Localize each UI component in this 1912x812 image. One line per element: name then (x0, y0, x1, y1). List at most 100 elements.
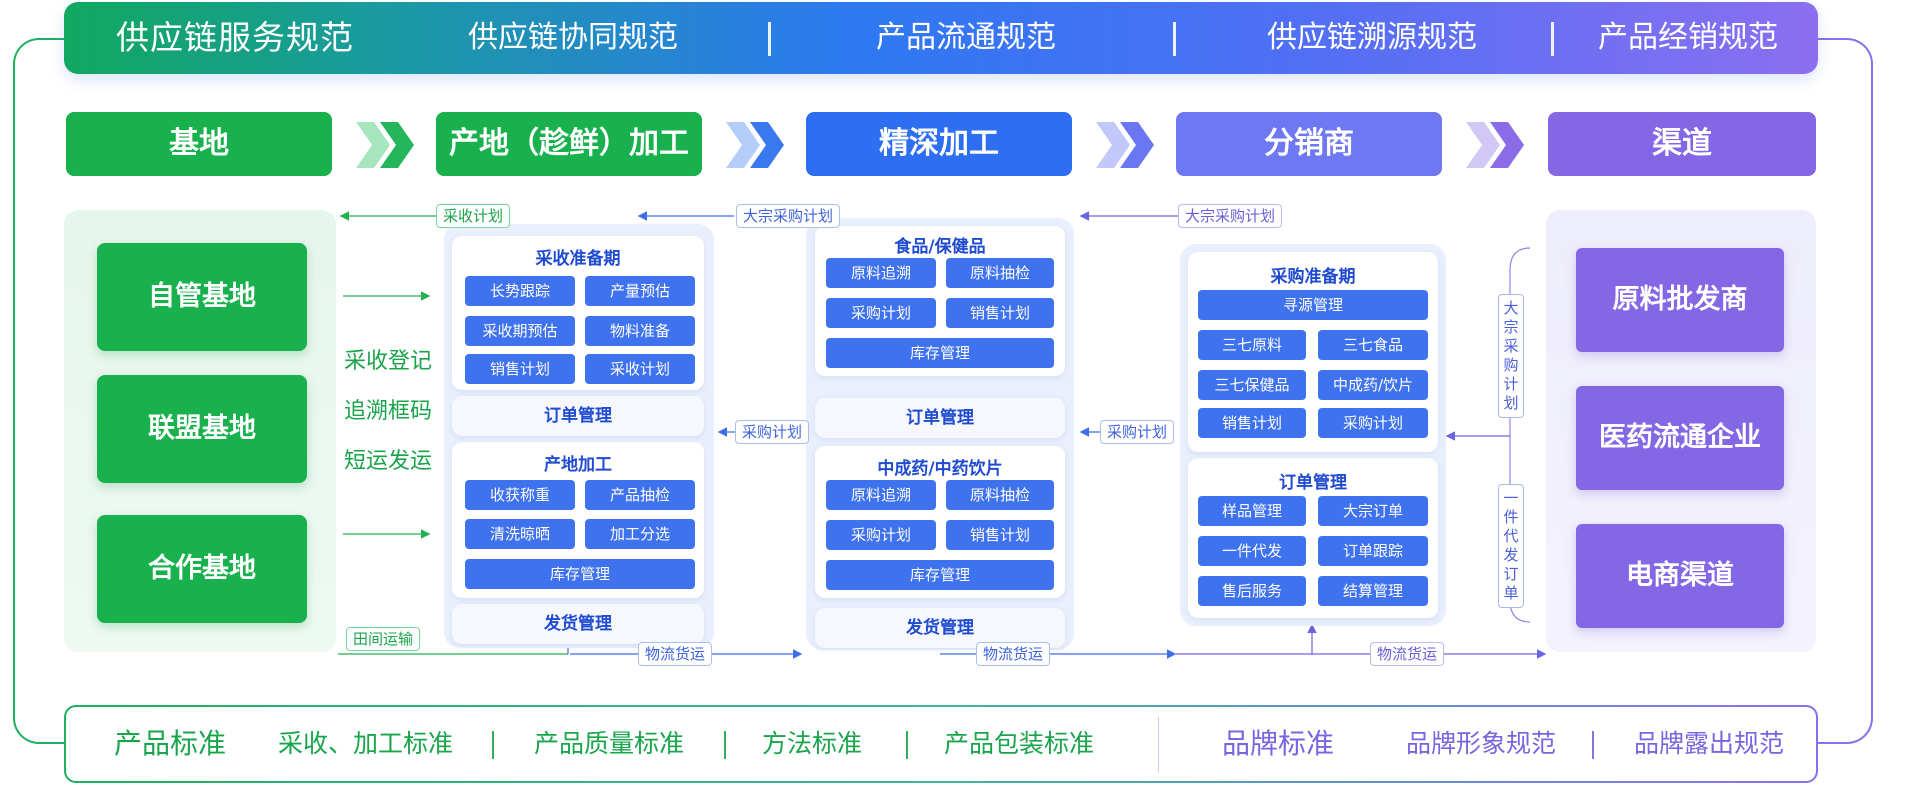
footer-divider (492, 731, 494, 759)
chip-purchase-plan: 采购计划 (826, 520, 936, 550)
chip-harvest-plan: 采收计划 (585, 354, 695, 384)
chip-material-prep: 物料准备 (585, 316, 695, 346)
stage-base: 基地 (66, 112, 332, 176)
card-title: 采购准备期 (1270, 267, 1356, 287)
chip-purchase-plan: 采购计划 (1318, 408, 1428, 438)
flow-logistics: 物流货运 (638, 642, 713, 666)
chip-harvest-weighing: 收获称重 (465, 480, 575, 510)
flow-bulk-purchase-plan: 大宗采购计划 (736, 204, 841, 228)
chip-sales-plan: 销售计划 (946, 520, 1054, 550)
chip-sourcing: 寻源管理 (1198, 290, 1428, 320)
header-divider (768, 22, 771, 56)
chevron-right-icon (1096, 122, 1154, 168)
card-title: 中成药/中药饮片 (877, 459, 1003, 479)
card-title: 订单管理 (1279, 473, 1347, 493)
channel-ecommerce: 电商渠道 (1576, 524, 1784, 628)
chip-raw-trace: 原料追溯 (826, 258, 936, 288)
chip-sanqi-raw: 三七原料 (1198, 330, 1306, 360)
chip-wash-dry: 清洗晾晒 (465, 519, 575, 549)
chip-yield-estimate: 产量预估 (585, 276, 695, 306)
stage-origin-processing: 产地（趁鲜）加工 (436, 112, 702, 176)
flow-logistics: 物流货运 (1370, 642, 1445, 666)
order-management: 订单管理 (452, 396, 704, 436)
chip-purchase-plan: 采购计划 (826, 298, 936, 328)
harvest-prep-card: 采收准备期 长势跟踪 产量预估 采收期预估 物料准备 销售计划 采收计划 (452, 236, 704, 390)
action-trace-code: 追溯框码 (343, 399, 432, 424)
footer-divider (724, 731, 726, 759)
tcm-card: 中成药/中药饮片 原料追溯 原料抽检 采购计划 销售计划 库存管理 (815, 446, 1065, 598)
chip-raw-sampling: 原料抽检 (946, 480, 1054, 510)
action-harvest-register: 采收登记 (343, 349, 432, 374)
base-alliance: 联盟基地 (97, 375, 307, 483)
flow-logistics: 物流货运 (976, 642, 1051, 666)
chip-product-sampling: 产品抽检 (585, 480, 695, 510)
header-item-circulation: 产品流通规范 (876, 20, 1056, 55)
flow-field-transport: 田间运输 (346, 627, 421, 651)
chip-raw-sampling: 原料抽检 (946, 258, 1054, 288)
chip-bulk-order: 大宗订单 (1318, 496, 1428, 526)
chip-inventory: 库存管理 (826, 338, 1054, 368)
stage-distributor: 分销商 (1176, 112, 1442, 176)
std-product-quality: 产品质量标准 (534, 729, 685, 758)
product-standard-title: 产品标准 (114, 727, 227, 760)
chevron-right-icon (1466, 122, 1524, 168)
card-title: 采收准备期 (535, 249, 621, 269)
action-short-shipping: 短运发运 (343, 449, 432, 474)
header-divider (1551, 22, 1554, 56)
chip-sanqi-food: 三七食品 (1318, 330, 1428, 360)
chip-dropship: 一件代发 (1198, 536, 1306, 566)
chip-process-sort: 加工分选 (585, 519, 695, 549)
footer-divider (1592, 731, 1594, 759)
flow-vertical-dropship: 一件代发订单 (1498, 484, 1524, 608)
header-item-collab: 供应链协同规范 (468, 20, 678, 55)
chip-sample-mgmt: 样品管理 (1198, 496, 1306, 526)
footer-divider (906, 731, 908, 759)
chip-settlement: 结算管理 (1318, 576, 1428, 606)
purchase-prep-card: 采购准备期 寻源管理 三七原料 三七食品 三七保健品 中成药/饮片 销售计划 采… (1188, 252, 1438, 452)
chip-inventory: 库存管理 (826, 560, 1054, 590)
brand-standard-title: 品牌标准 (1222, 727, 1335, 760)
order-management-card: 订单管理 样品管理 大宗订单 一件代发 订单跟踪 售后服务 结算管理 (1188, 458, 1438, 618)
std-brand-image: 品牌形象规范 (1406, 729, 1557, 758)
flow-purchase-plan: 采购计划 (1100, 420, 1175, 444)
header-item-distribution: 产品经销规范 (1598, 20, 1778, 55)
standards-bar: 产品标准 采收、加工标准 产品质量标准 方法标准 产品包装标准 品牌标准 品牌形… (64, 705, 1818, 783)
std-method: 方法标准 (762, 729, 863, 758)
chip-after-sales: 售后服务 (1198, 576, 1306, 606)
footer-section-divider (1158, 717, 1159, 773)
header-title: 供应链服务规范 (116, 18, 354, 57)
order-management: 订单管理 (815, 398, 1065, 438)
chip-sales-plan: 销售计划 (465, 354, 575, 384)
std-harvest-processing: 采收、加工标准 (278, 729, 454, 758)
stage-channel: 渠道 (1548, 112, 1816, 176)
card-title: 食品/保健品 (894, 237, 986, 257)
chip-harvest-period: 采收期预估 (465, 316, 575, 346)
flow-vertical-bulk-plan: 大宗采购计划 (1498, 294, 1524, 418)
origin-processing-card: 产地加工 收获称重 产品抽检 清洗晾晒 加工分选 库存管理 (452, 442, 704, 598)
header-item-trace: 供应链溯源规范 (1267, 20, 1477, 55)
chip-sales-plan: 销售计划 (946, 298, 1054, 328)
std-brand-exposure: 品牌露出规范 (1634, 729, 1785, 758)
std-packaging: 产品包装标准 (944, 729, 1095, 758)
flow-purchase-plan: 采购计划 (735, 420, 810, 444)
chip-inventory: 库存管理 (465, 559, 695, 589)
food-health-card: 食品/保健品 原料追溯 原料抽检 采购计划 销售计划 库存管理 (815, 226, 1065, 376)
chevron-right-icon (356, 122, 414, 168)
chip-tcm-pieces: 中成药/饮片 (1318, 370, 1428, 400)
chevron-right-icon (726, 122, 784, 168)
shipping-management: 发货管理 (452, 604, 704, 644)
stage-deep-processing: 精深加工 (806, 112, 1072, 176)
header-divider (1173, 22, 1176, 56)
channel-pharma-distribution: 医药流通企业 (1576, 386, 1784, 490)
base-self-managed: 自管基地 (97, 243, 307, 351)
channel-raw-wholesaler: 原料批发商 (1576, 248, 1784, 352)
flow-bulk-purchase-plan: 大宗采购计划 (1178, 204, 1283, 228)
shipping-management: 发货管理 (815, 608, 1065, 648)
chip-sales-plan: 销售计划 (1198, 408, 1306, 438)
chip-sanqi-health: 三七保健品 (1198, 370, 1306, 400)
base-cooperative: 合作基地 (97, 515, 307, 623)
card-title: 产地加工 (544, 455, 612, 475)
chip-order-tracking: 订单跟踪 (1318, 536, 1428, 566)
chip-growth-tracking: 长势跟踪 (465, 276, 575, 306)
flow-harvest-plan: 采收计划 (436, 204, 511, 228)
